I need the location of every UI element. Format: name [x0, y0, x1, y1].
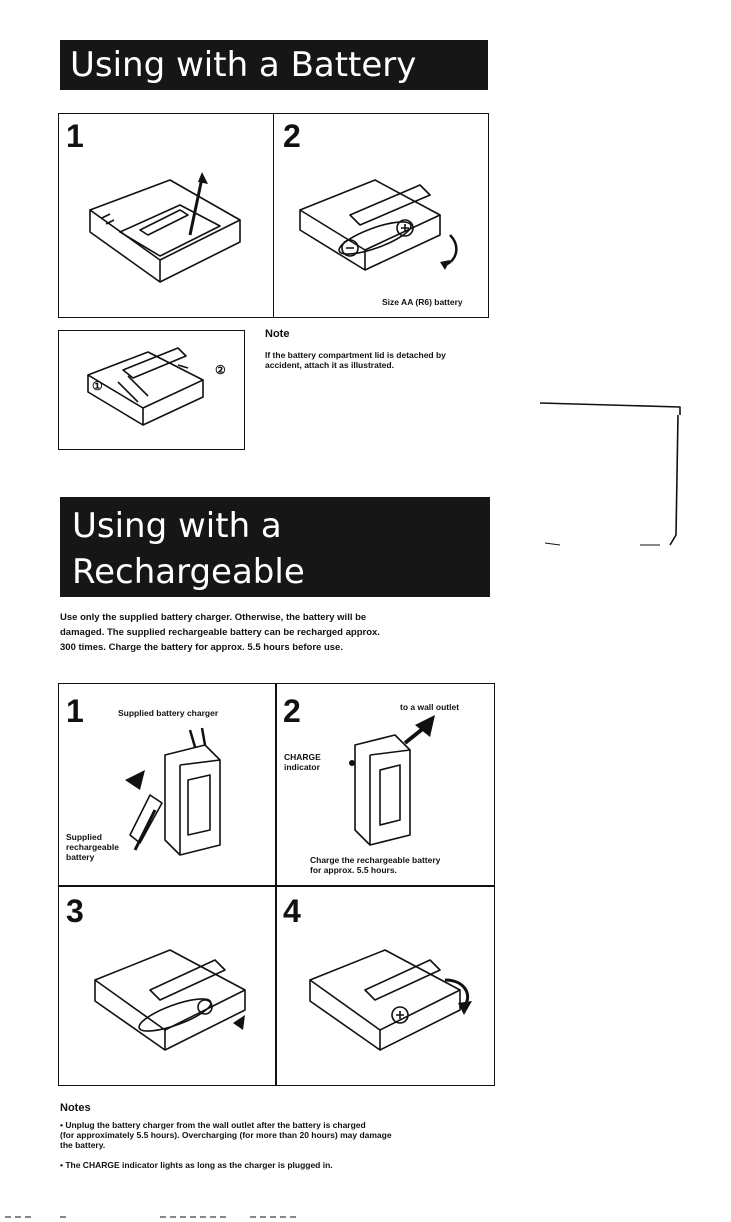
insert-rechargeable-illustration — [85, 935, 260, 1065]
section-title-rechargeable: Using with a Rechargeable Battery — [60, 497, 490, 597]
step-number-2: 2 — [283, 120, 301, 152]
note-item-2: • The CHARGE indicator lights as long as… — [60, 1160, 333, 1170]
step2-charge-indicator-label: CHARGE indicator — [284, 752, 321, 772]
step-number-1b: 1 — [66, 695, 84, 727]
insert-battery-illustration — [290, 170, 465, 280]
charger-with-battery-illustration — [110, 725, 260, 875]
step1-charger-caption: Supplied battery charger — [118, 708, 218, 718]
section-title-line-1: Using with a Rechargeable — [72, 503, 490, 595]
margin-bracket-mark — [540, 385, 690, 565]
callout-1: ① — [92, 381, 103, 391]
step-number-2b: 2 — [283, 695, 301, 727]
step1-battery-label: Supplied rechargeable battery — [66, 832, 119, 862]
step2-charge-instruction: Charge the rechargeable battery for appr… — [310, 855, 440, 875]
battery-size-caption: Size AA (R6) battery — [382, 297, 463, 307]
grid-divider-horizontal — [58, 885, 495, 887]
open-lid-illustration — [80, 160, 250, 300]
note-item-1: • Unplug the battery charger from the wa… — [60, 1120, 392, 1150]
step2-outlet-caption: to a wall outlet — [400, 702, 459, 712]
note-text: If the battery compartment lid is detach… — [265, 350, 446, 370]
step-number-1: 1 — [66, 120, 84, 152]
section-title-battery: Using with a Battery — [60, 40, 488, 90]
notes-heading: Notes — [60, 1102, 91, 1114]
step-number-4b: 4 — [283, 895, 301, 927]
close-lid-illustration — [300, 935, 480, 1065]
note-heading: Note — [265, 328, 289, 340]
step-number-3b: 3 — [66, 895, 84, 927]
callout-2: ② — [215, 365, 226, 375]
charger-plugged-illustration — [320, 715, 470, 865]
bottom-edge-marks — [0, 1212, 320, 1222]
charger-intro-text: Use only the supplied battery charger. O… — [60, 610, 380, 655]
